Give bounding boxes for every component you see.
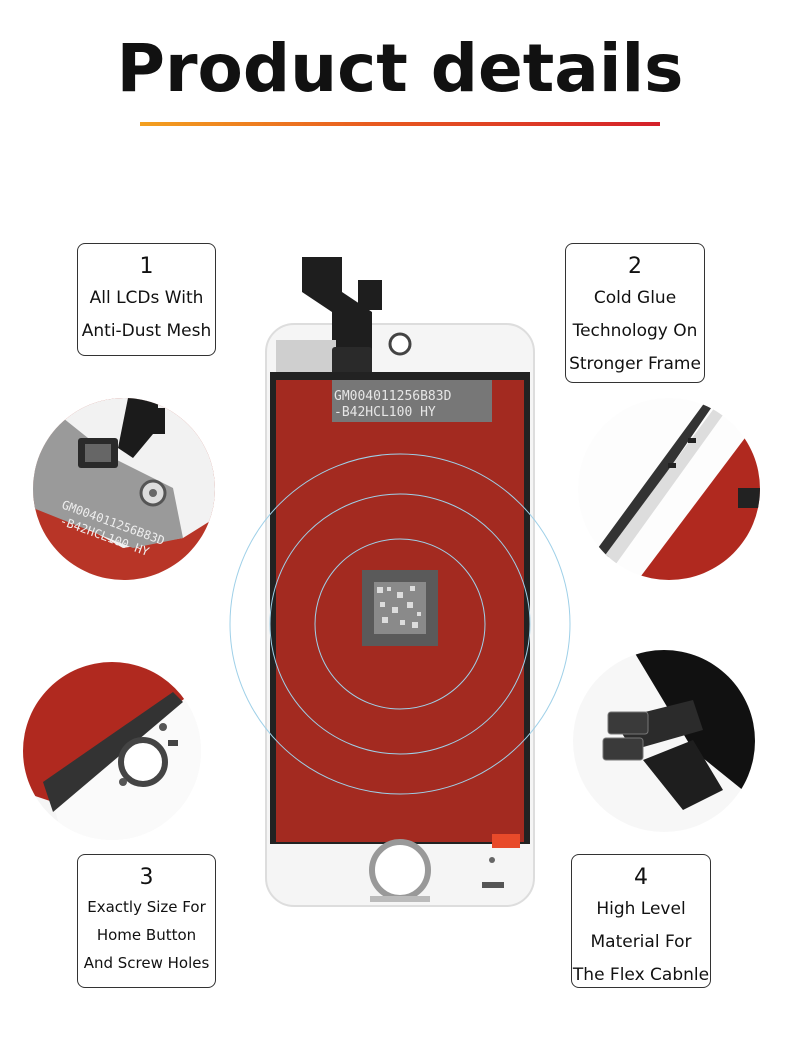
feature-line: Home Button xyxy=(96,926,197,944)
feature-line: Material For xyxy=(590,932,692,952)
feature-line: Stronger Frame xyxy=(569,354,701,374)
feature-line: And Screw Holes xyxy=(83,954,210,972)
lcd-assembly-image: GM004011256B83D -B42HCL100 HY xyxy=(229,252,571,917)
zoom-detail-bottom-right xyxy=(573,650,755,832)
decor-circles xyxy=(229,453,571,795)
zoom-detail-top-left: GM004011256B83D -B42HCL100 HY xyxy=(33,398,215,580)
feature-line: High Level xyxy=(596,899,686,919)
feature-line: All LCDs With xyxy=(89,288,204,308)
feature-number: 3 xyxy=(139,865,154,890)
zoom-detail-top-right xyxy=(578,398,760,580)
page-title: Product details xyxy=(116,30,684,107)
feature-callout-1: 1 All LCDs With Anti-Dust Mesh xyxy=(77,243,216,356)
feature-callout-3: 3 Exactly Size For Home Button And Screw… xyxy=(77,854,216,988)
feature-number: 4 xyxy=(634,865,648,890)
feature-line: The Flex Cabnle xyxy=(572,965,710,985)
feature-line: Technology On xyxy=(572,321,698,341)
feature-line: Cold Glue xyxy=(593,288,677,308)
feature-number: 1 xyxy=(139,254,154,279)
feature-callout-4: 4 High Level Material For The Flex Cabnl… xyxy=(571,854,711,988)
feature-number: 2 xyxy=(628,254,642,279)
title-underline xyxy=(140,122,660,126)
feature-line: Anti-Dust Mesh xyxy=(81,321,212,341)
serial-text-line1: GM004011256B83D xyxy=(334,389,452,404)
feature-callout-2: 2 Cold Glue Technology On Stronger Frame xyxy=(565,243,705,383)
feature-line: Exactly Size For xyxy=(87,898,206,916)
zoom-detail-bottom-left xyxy=(23,662,201,840)
serial-text-line2: -B42HCL100 HY xyxy=(334,405,436,420)
